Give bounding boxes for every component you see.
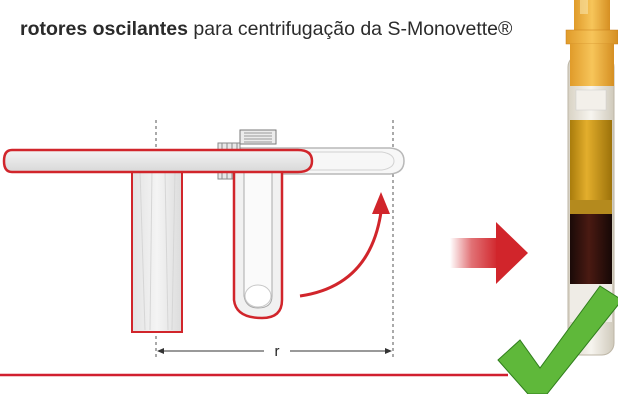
hanging-tube-bucket [232,166,284,320]
caption-heading: rotores oscilantes para centrifugação da… [20,18,512,41]
caption-bold: rotores oscilantes [20,18,188,40]
caption-text: para centrifugação da S-Monovette® [187,18,513,40]
swing-arrow-icon [299,192,390,298]
rotor-arm [2,148,314,174]
radius-dimension: r [157,343,392,360]
checkmark-icon [497,285,618,394]
result-arrow-icon [450,222,528,284]
radius-label: r [275,343,280,360]
